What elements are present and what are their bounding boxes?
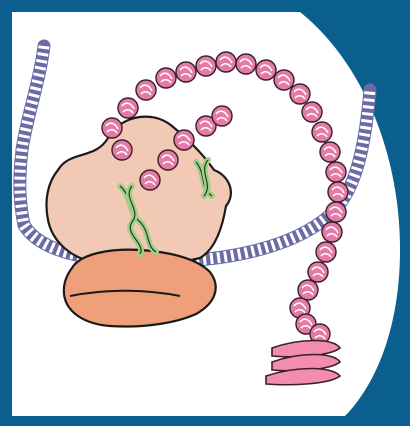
amino-acid-bead bbox=[176, 62, 196, 82]
amino-acid-bead bbox=[236, 54, 256, 74]
amino-acid-bead bbox=[216, 52, 236, 72]
amino-acid-bead bbox=[112, 140, 132, 160]
amino-acid-bead bbox=[312, 122, 332, 142]
amino-acid-bead bbox=[102, 118, 122, 138]
amino-acid-bead bbox=[302, 102, 322, 122]
amino-acid-bead bbox=[136, 80, 156, 100]
amino-acid-bead bbox=[328, 182, 348, 202]
amino-acid-bead bbox=[320, 142, 340, 162]
amino-acid-bead bbox=[118, 98, 138, 118]
ribosome-small-subunit bbox=[64, 250, 216, 327]
amino-acid-bead bbox=[298, 280, 318, 300]
coiled-ribbon bbox=[266, 341, 340, 385]
amino-acid-bead bbox=[156, 68, 176, 88]
amino-acid-bead bbox=[290, 84, 310, 104]
amino-acid-bead bbox=[326, 162, 346, 182]
amino-acid-bead bbox=[274, 70, 294, 90]
amino-acid-bead bbox=[308, 262, 328, 282]
amino-acid-bead bbox=[140, 170, 160, 190]
amino-acid-bead bbox=[174, 130, 194, 150]
amino-acid-bead bbox=[256, 60, 276, 80]
amino-acid-bead bbox=[212, 106, 232, 126]
amino-acid-bead bbox=[316, 242, 336, 262]
amino-acid-bead bbox=[322, 222, 342, 242]
amino-acid-bead bbox=[158, 150, 178, 170]
amino-acid-bead bbox=[196, 56, 216, 76]
amino-acid-bead bbox=[326, 202, 346, 222]
